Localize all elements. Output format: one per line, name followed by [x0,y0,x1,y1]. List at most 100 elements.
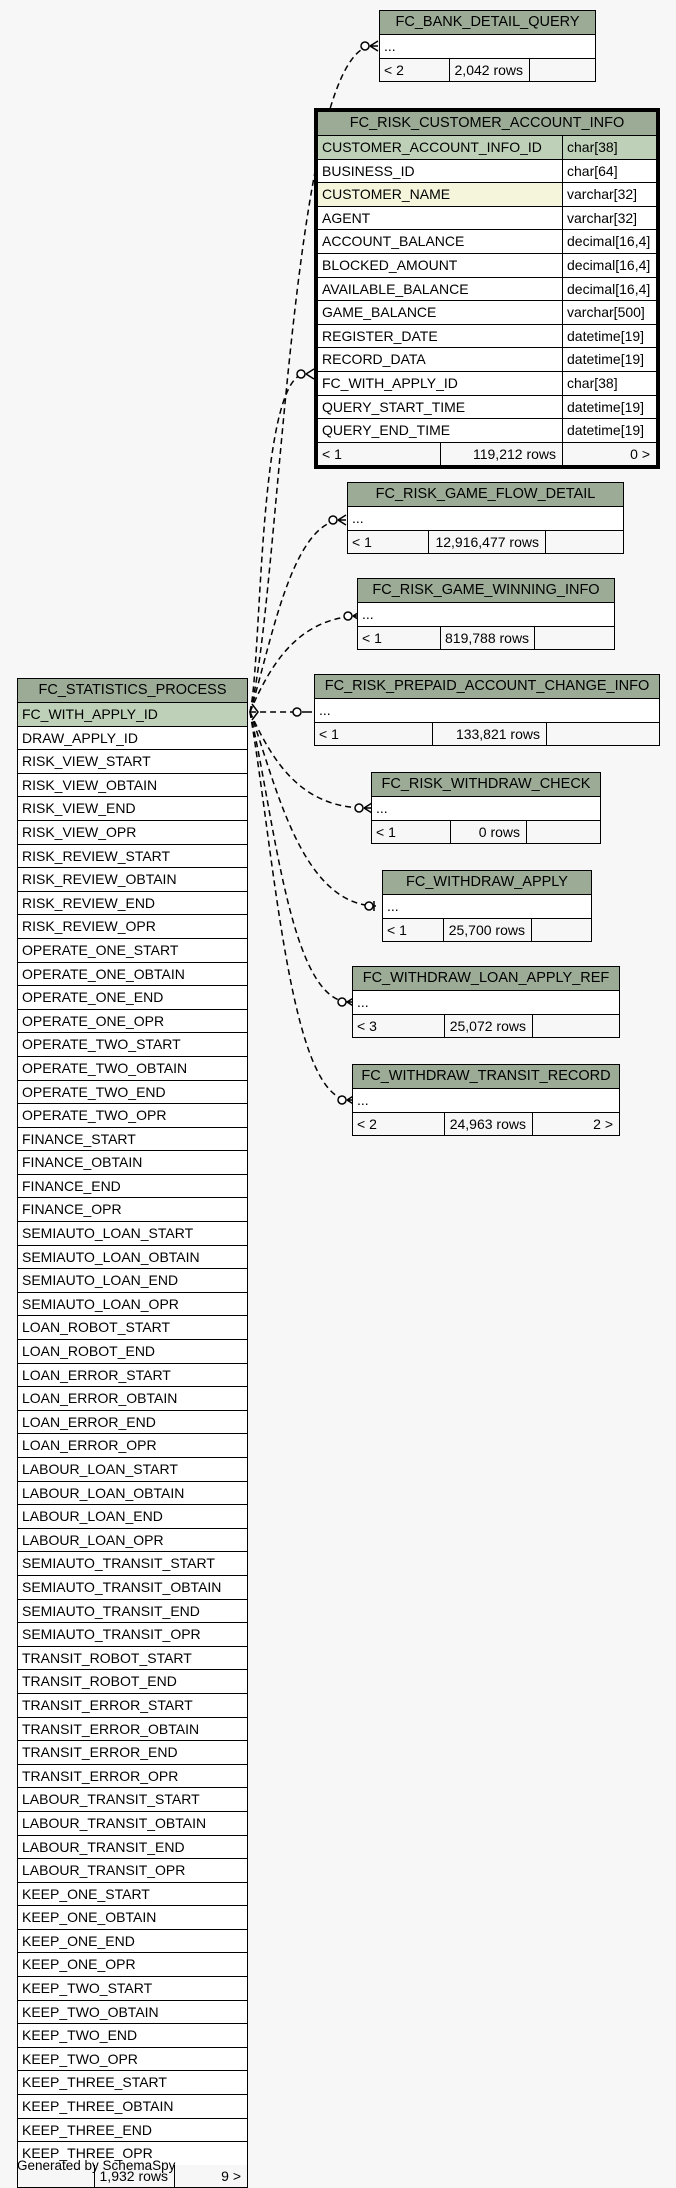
related-table[interactable]: FC_RISK_PREPAID_ACCOUNT_CHANGE_INFO ... … [314,674,660,747]
table-row: KEEP_TWO_OPR [18,2048,247,2072]
parents-link[interactable]: < 1 [315,722,432,746]
row-count: 12,916,477 rows [428,530,545,554]
table-row: OPERATE_ONE_OPR [18,1010,247,1034]
row-count: 0 rows [450,820,526,844]
table-title[interactable]: FC_RISK_WITHDRAW_CHECK [372,773,600,797]
table-row: LOAN_ROBOT_END [18,1340,247,1364]
parents-link[interactable]: < 2 [380,58,449,82]
related-table[interactable]: FC_RISK_WITHDRAW_CHECK ... < 1 0 rows [371,772,601,845]
children-link[interactable]: 2 > [532,1112,619,1136]
table-row: RISK_VIEW_START [18,750,247,774]
related-table[interactable]: FC_RISK_GAME_WINNING_INFO ... < 1 819,78… [357,578,615,651]
table-title[interactable]: FC_STATISTICS_PROCESS [18,679,247,703]
table-row: LOAN_ERROR_START [18,1364,247,1388]
table-column: GAME_BALANCE [322,304,437,321]
column-type: decimal[16,4] [562,230,656,253]
table-column: ACCOUNT_BALANCE [322,233,465,250]
table-title[interactable]: FC_BANK_DETAIL_QUERY [380,11,595,35]
focus-table[interactable]: FC_RISK_CUSTOMER_ACCOUNT_INFO CUSTOMER_A… [314,108,660,470]
table-row: KEEP_TWO_OBTAIN [18,2001,247,2025]
table-row: TRANSIT_ERROR_OBTAIN [18,1718,247,1742]
table-title[interactable]: FC_WITHDRAW_TRANSIT_RECORD [353,1065,619,1089]
table-column: KEEP_THREE_START [22,2074,167,2091]
children-link[interactable] [529,58,595,82]
children-link[interactable] [532,1014,619,1038]
parents-link[interactable] [18,2164,94,2188]
table-row: FC_WITH_APPLY_ID [18,703,247,727]
related-table[interactable]: FC_WITHDRAW_LOAN_APPLY_REF ... < 3 25,07… [352,966,620,1039]
optional-end-icon [364,901,374,911]
table-column: FINANCE_OBTAIN [22,1154,143,1171]
table-row: FINANCE_OPR [18,1198,247,1223]
related-table[interactable]: FC_WITHDRAW_TRANSIT_RECORD ... < 2 24,96… [352,1064,620,1137]
table-row: LOAN_ERROR_OPR [18,1434,247,1458]
parents-link[interactable]: < 1 [358,626,440,650]
table-column: KEEP_ONE_OPR [22,1956,136,1973]
table-title[interactable]: FC_WITHDRAW_LOAN_APPLY_REF [353,967,619,991]
table-row: OPERATE_TWO_OBTAIN [18,1057,247,1081]
optional-end-icon [296,369,306,379]
table-row: KEEP_THREE_OBTAIN [18,2095,247,2119]
table-column: KEEP_THREE_END [22,2121,152,2138]
optional-end-icon [354,803,364,813]
table-title[interactable]: FC_WITHDRAW_APPLY [383,871,591,895]
table-row: KEEP_TWO_START [18,1977,247,2001]
crowsfoot-icon [369,40,379,52]
parents-link[interactable]: < 1 [318,442,440,466]
table-column: ... [384,38,396,54]
table-column: LABOUR_LOAN_END [22,1508,163,1525]
children-link[interactable] [526,820,600,844]
table-column: RISK_REVIEW_OPR [22,918,156,935]
children-link[interactable] [546,722,659,746]
children-link[interactable]: 0 > [562,442,656,466]
table-row: RISK_REVIEW_OBTAIN [18,868,247,892]
table-row: LOAN_ERROR_OBTAIN [18,1387,247,1411]
row-count: 25,072 rows [444,1014,532,1038]
table-row: SEMIAUTO_TRANSIT_START [18,1552,247,1576]
related-table[interactable]: FC_BANK_DETAIL_QUERY ... < 2 2,042 rows [379,10,596,83]
table-column: BUSINESS_ID [322,162,415,179]
children-link[interactable] [534,626,614,650]
table-column: RISK_REVIEW_OBTAIN [22,871,177,888]
table-title[interactable]: FC_RISK_GAME_WINNING_INFO [358,579,614,603]
table-row: OPERATE_ONE_END [18,986,247,1010]
table-column: RISK_VIEW_START [22,753,151,770]
parents-link[interactable]: < 1 [348,530,428,554]
column-type: varchar[32] [562,206,656,230]
table-column: BLOCKED_AMOUNT [322,256,458,273]
table-title[interactable]: FC_RISK_GAME_FLOW_DETAIL [348,483,623,507]
table-row: SEMIAUTO_LOAN_START [18,1222,247,1246]
optional-end-icon [343,611,353,621]
table-title[interactable]: FC_RISK_CUSTOMER_ACCOUNT_INFO [318,112,656,136]
table-column: ... [357,994,369,1010]
table-column: OPERATE_TWO_START [22,1036,181,1053]
table-column: SEMIAUTO_LOAN_END [22,1272,179,1289]
table-column: LOAN_ROBOT_END [22,1343,156,1360]
primary-key-column: FC_WITH_APPLY_ID [22,706,158,722]
related-table[interactable]: FC_WITHDRAW_APPLY ... < 1 25,700 rows [382,870,592,943]
optional-end-icon [337,997,347,1007]
optional-end-icon [337,1095,347,1105]
children-link[interactable]: 9 > [174,2164,247,2188]
table-row: LABOUR_LOAN_OPR [18,1529,247,1553]
parents-link[interactable]: < 1 [372,820,450,844]
column-type: char[38] [562,371,656,395]
table-column: LOAN_ERROR_OBTAIN [22,1390,178,1407]
children-link[interactable] [531,918,591,942]
table-column: ... [376,800,388,816]
table-column: REGISTER_DATE [322,327,438,344]
edge-withdraw-transit-record [249,711,350,1101]
table-row: SEMIAUTO_LOAN_END [18,1269,247,1293]
table-column: LABOUR_LOAN_OPR [22,1531,164,1548]
table-column: AGENT [322,209,371,226]
parents-link[interactable]: < 1 [383,918,443,942]
related-table[interactable]: FC_RISK_GAME_FLOW_DETAIL ... < 1 12,916,… [347,482,624,555]
table-column: OPERATE_TWO_OBTAIN [22,1059,188,1076]
column-type: decimal[16,4] [562,277,656,301]
parents-link[interactable]: < 3 [353,1014,444,1038]
parents-link[interactable]: < 2 [353,1112,444,1136]
row-count: 133,821 rows [432,722,546,746]
table-title[interactable]: FC_RISK_PREPAID_ACCOUNT_CHANGE_INFO [315,675,659,699]
children-link[interactable] [545,530,623,554]
